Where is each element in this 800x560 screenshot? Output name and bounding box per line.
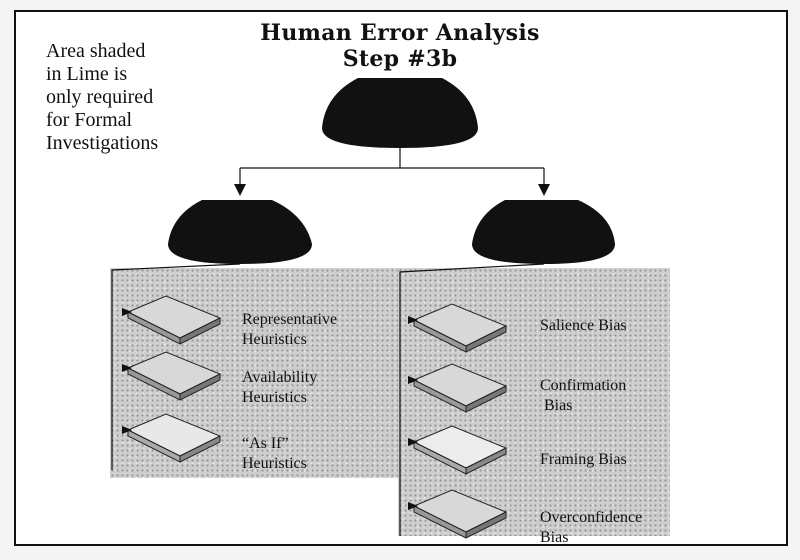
right-item-label: Confirmation Bias [540,376,626,416]
right-item-label-line: Overconfidence [540,509,643,526]
note-line: in Lime is [46,63,128,85]
left-item-label-line: Availability [242,369,318,386]
left-node [168,200,312,264]
note-line: Area shaded [46,40,146,62]
shading-note: Area shaded in Lime is only required for… [46,40,216,155]
note-line: only required [46,86,154,108]
right-branch-line [399,263,545,536]
right-item-icon [408,363,508,413]
note-line: for Formal [46,109,133,131]
right-item-label-line: Salience Bias [540,317,627,334]
title-line-2: Step #3b [342,46,458,72]
right-item-icon [408,489,508,539]
right-item-label-line: Bias [540,529,569,546]
left-item-icon [122,351,222,401]
left-item-label: Representative Heuristics [242,310,337,350]
title-line-1: Human Error Analysis [260,20,540,46]
top-node [322,78,478,148]
right-node [472,200,615,264]
left-item-label-line: Heuristics [242,455,307,472]
left-item-label-line: Heuristics [242,331,307,348]
diagram-title: Human Error Analysis Step #3b [220,20,580,72]
left-item-label-line: Representative [242,311,338,328]
note-line: Investigations [46,132,159,154]
left-item-label: “As If” Heuristics [242,434,307,474]
right-item-icon [408,303,508,353]
right-item-label: Framing Bias [540,450,627,470]
right-item-label: Overconfidence Bias [540,508,642,548]
right-item-label-line: Framing Bias [540,451,627,468]
right-item-label-line: Bias [544,397,573,414]
left-item-icon [122,295,222,345]
left-item-icon [122,413,222,463]
right-item-label-line: Confirmation [540,377,627,394]
right-item-label: Salience Bias [540,316,627,336]
right-item-icon [408,425,508,475]
left-branch-line [111,263,241,470]
left-item-label-line: Heuristics [242,389,307,406]
left-item-label-line: “As If” [242,435,289,452]
left-item-label: Availability Heuristics [242,368,317,408]
